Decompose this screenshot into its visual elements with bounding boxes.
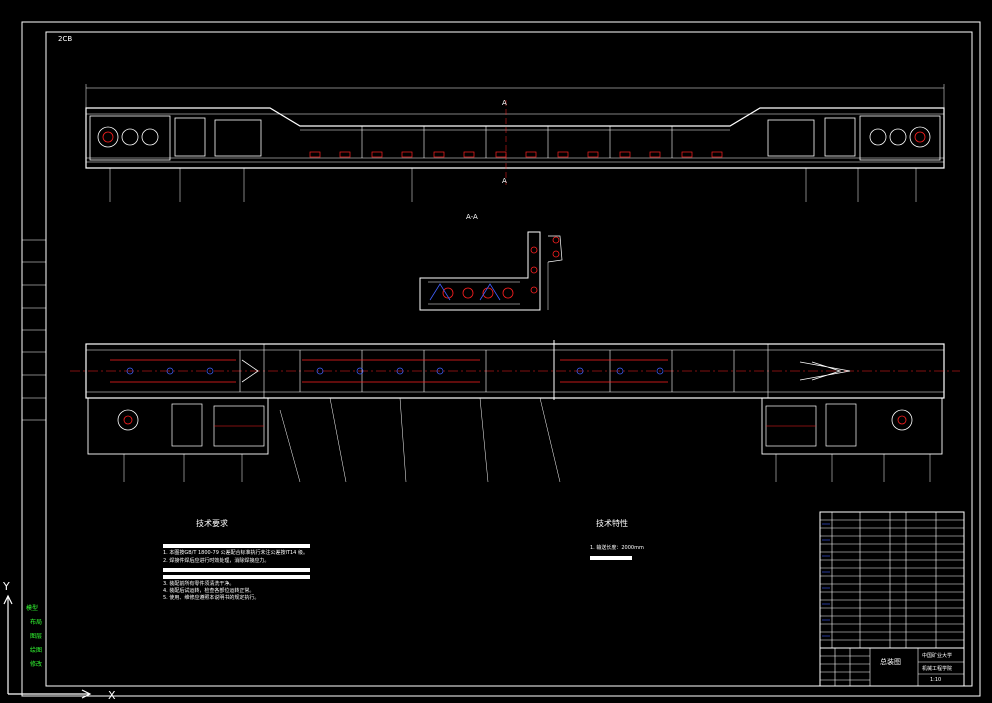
sheet-code: 2CB (58, 35, 73, 43)
section-mark-top: A (502, 99, 507, 107)
side-toolbar-item-layout[interactable]: 布局 (30, 619, 43, 626)
tech-req-line-5: 5. 使用、维修应遵照本说明书的规定执行。 (163, 595, 260, 601)
axis-y-label: Y (3, 580, 10, 593)
note-highlight-bar-3 (163, 575, 310, 579)
note-highlight-bar-2 (163, 568, 310, 572)
section-label: A-A (466, 213, 478, 221)
title-block (819, 511, 965, 687)
tech-spec-line-1: 1. 输送长度：2000mm (590, 545, 644, 551)
side-toolbar-item-draw[interactable]: 绘图 (30, 647, 43, 654)
inner-frame (45, 31, 973, 687)
tech-req-line-1: 1. 本图按GB/T 1800-79 公差配合标准执行未注公差按IT14 级。 (163, 550, 308, 556)
axis-x-label: X (108, 689, 116, 702)
tech-req-line-2: 2. 焊接件焊后应进行时效处理，消除焊接应力。 (163, 558, 270, 564)
ucs-axis-icon (3, 594, 92, 699)
drawing-number: 机械工程学院 (922, 666, 953, 672)
title-block-highlight-lines (822, 523, 830, 637)
company-name: 中国矿业大学 (922, 653, 953, 659)
left-margin-zone-ticks (22, 239, 46, 421)
side-toolbar-item-model[interactable]: 模型 (26, 605, 39, 612)
section-mark-bottom: A (502, 177, 507, 185)
drawing-name: 总装图 (880, 658, 901, 666)
drawing-scale: 1:10 (930, 677, 942, 683)
note-highlight-bar-1 (163, 544, 310, 548)
side-toolbar-item-layer[interactable]: 图层 (30, 633, 43, 640)
side-toolbar-item-modify[interactable]: 修改 (30, 661, 43, 668)
tech-req-line-4: 4. 装配后试运转，检查各部位运转正常。 (163, 588, 255, 594)
section-a-a-view (419, 231, 563, 311)
plan-view (70, 340, 960, 483)
spec-highlight-bar (590, 556, 632, 560)
tech-specs-title: 技术特性 (596, 519, 628, 528)
front-elevation-view (85, 84, 945, 202)
tech-req-line-3: 3. 装配前所有零件须清洗干净。 (163, 581, 235, 587)
tech-requirements-title: 技术要求 (196, 519, 228, 528)
outer-frame (21, 21, 981, 697)
